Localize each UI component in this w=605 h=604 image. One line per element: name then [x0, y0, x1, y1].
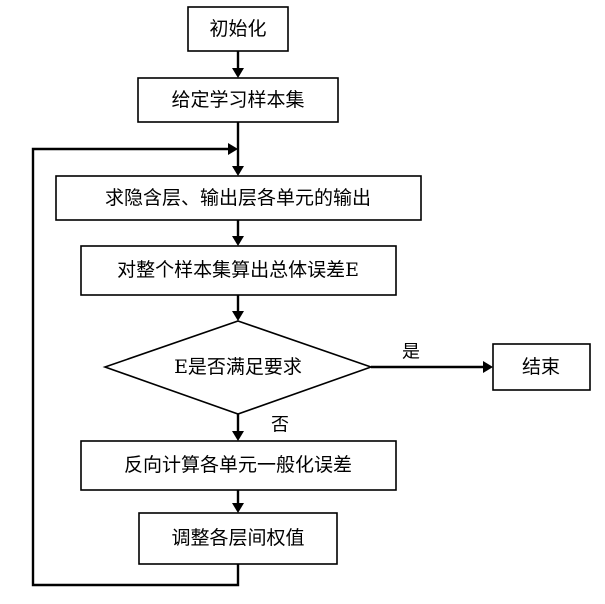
node-end-label: 结束: [522, 356, 560, 378]
node-end: 结束: [492, 343, 591, 391]
node-check-error-label: E是否满足要求: [174, 356, 302, 378]
edge-label-no: 否: [271, 415, 289, 436]
node-init: 初始化: [187, 6, 289, 52]
arrowhead-loop: [228, 143, 238, 155]
node-give-samples: 给定学习样本集: [137, 77, 339, 123]
node-total-error: 对整个样本集算出总体误差E: [80, 245, 397, 296]
arrowhead-adjust: [232, 503, 244, 513]
flowchart-edges: [31, 51, 493, 587]
node-backprop-label: 反向计算各单元一般化误差: [124, 454, 352, 476]
node-compute-outputs: 求隐含层、输出层各单元的输出: [55, 175, 422, 221]
node-adjust-weights: 调整各层间权值: [138, 512, 338, 565]
arrowhead-outputs: [232, 166, 244, 176]
arrowhead-error: [232, 236, 244, 246]
arrowhead-samples: [232, 68, 244, 78]
node-backprop: 反向计算各单元一般化误差: [80, 440, 397, 491]
node-compute-outputs-label: 求隐含层、输出层各单元的输出: [105, 187, 371, 209]
arrowhead-decision: [232, 311, 244, 321]
edge-loop-back: [31, 147, 240, 587]
arrowhead-backprop: [232, 431, 244, 441]
node-give-samples-label: 给定学习样本集: [171, 89, 304, 111]
node-check-error: E是否满足要求: [102, 320, 374, 415]
node-adjust-weights-label: 调整各层间权值: [171, 527, 304, 549]
edge-label-yes: 是: [402, 342, 420, 363]
arrowhead-end: [483, 361, 493, 373]
node-init-label: 初始化: [209, 18, 266, 40]
node-total-error-label: 对整个样本集算出总体误差E: [117, 259, 359, 281]
